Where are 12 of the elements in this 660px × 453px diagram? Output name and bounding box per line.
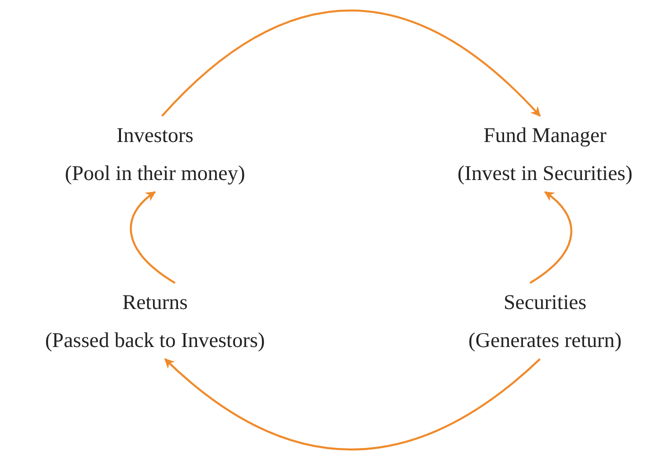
node-title: Returns [121,289,189,316]
curved-arrow [529,191,572,284]
node-description: (Generates return) [468,327,622,354]
node-title: Securities [502,289,588,316]
node-description: (Invest in Securities) [458,160,632,187]
node-description: (Pool in their money) [64,160,246,187]
node-title: Fund Manager [482,122,608,149]
node-description: (Passed back to Investors) [45,327,265,354]
curved-arrow [164,358,541,450]
curved-arrow [130,191,176,284]
curved-arrow [161,10,541,117]
node-title: Investors [116,122,194,149]
